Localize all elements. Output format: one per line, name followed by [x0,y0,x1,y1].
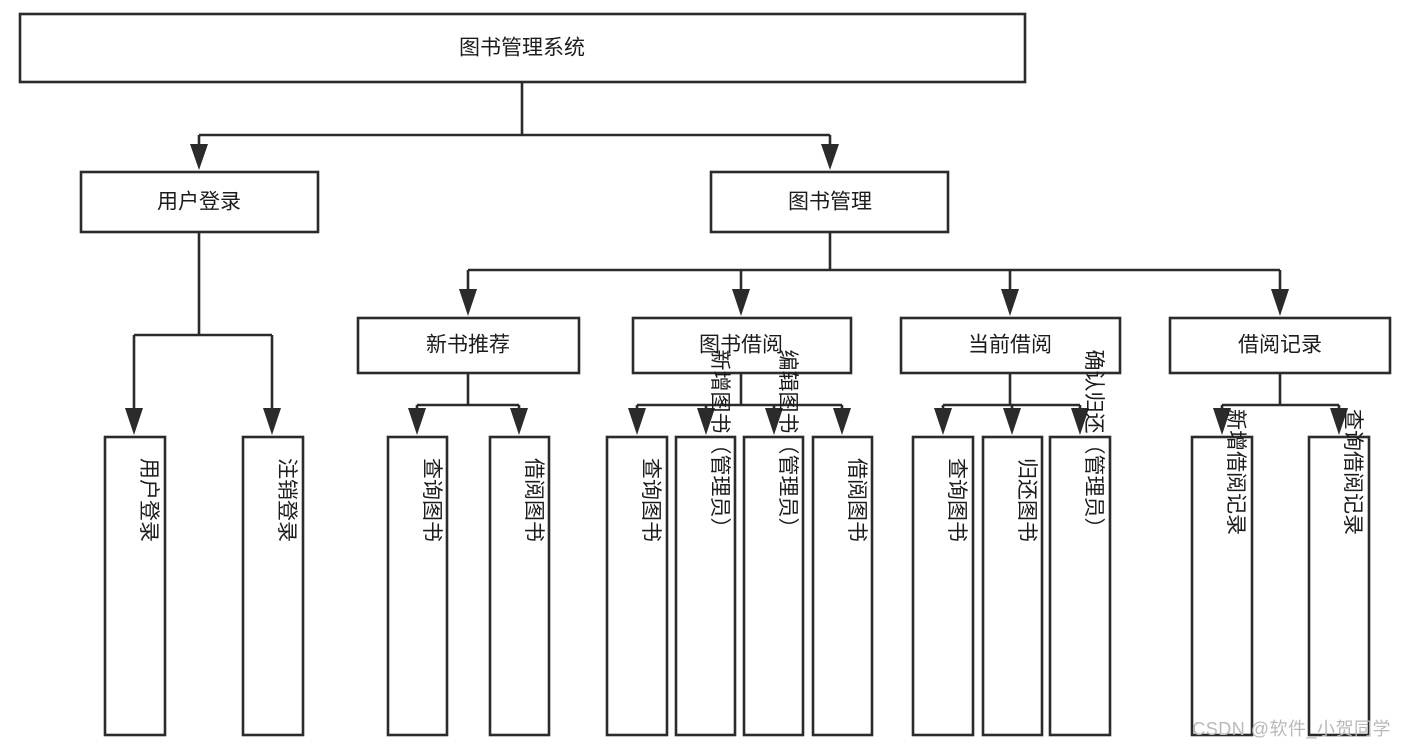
leaf-book-borrow-1[interactable]: 新增图书（管理员） [674,350,737,737]
leaf-book-borrow-0-box[interactable] [605,435,669,737]
arrowhead-book-borrow-leaf-3 [833,408,851,435]
leaf-user-login-1-box[interactable] [241,435,305,737]
leaf-book-borrow-3-box[interactable] [811,435,874,737]
leaf-book-borrow-1-label: 新增图书（管理员） [708,350,731,539]
node-book-borrow-label: 图书借阅 [699,334,783,357]
arrowhead-current-borrow-leaf-1 [1003,408,1021,435]
arrowhead-book-borrow [732,289,750,316]
arrowhead-current-borrow [1001,289,1019,316]
connectors-group [125,82,1348,435]
node-book-borrow-box[interactable] [631,316,853,375]
leaf-current-borrow-1-label: 归还图书 [1015,458,1038,542]
leaf-current-borrow-1-box[interactable] [981,435,1044,737]
arrowhead-new-book-leaf-0 [408,408,426,435]
node-current-borrow-label: 当前借阅 [968,334,1052,357]
leaf-current-borrow-0-box[interactable] [911,435,975,737]
node-current-borrow[interactable]: 当前借阅 [899,316,1122,375]
arrowhead-borrow-record [1271,289,1289,316]
leaf-user-login-1-label: 注销登录 [275,458,298,542]
leaf-borrow-record-0-label: 新增借阅记录 [1224,409,1247,535]
arrowhead-book-manage [821,144,839,170]
node-book-manage-box[interactable] [709,170,950,234]
leaf-current-borrow-2-box[interactable] [1048,435,1112,737]
node-user-login[interactable]: 用户登录 [79,170,320,234]
node-user-login-box[interactable] [79,170,320,234]
leaf-new-book-0-label: 查询图书 [420,458,443,542]
leaf-current-borrow-1[interactable]: 归还图书 [981,435,1044,737]
node-current-borrow-box[interactable] [899,316,1122,375]
leaf-new-book-1-box[interactable] [488,435,551,737]
node-root-system[interactable]: 图书管理系统 [18,12,1027,84]
leaf-book-borrow-3[interactable]: 借阅图书 [811,435,874,737]
arrowhead-user-login-leaf-0 [125,408,143,435]
node-borrow-record-box[interactable] [1168,316,1392,375]
node-borrow-record[interactable]: 借阅记录 [1168,316,1392,375]
leaf-current-borrow-2[interactable]: 确认归还（管理员） [1048,350,1112,737]
csdn-watermark: CSDN @软件_小贺同学 [1192,719,1391,739]
node-root-system-label: 图书管理系统 [459,37,585,60]
leaf-book-borrow-0[interactable]: 查询图书 [605,435,669,737]
node-borrow-record-label: 借阅记录 [1238,334,1322,357]
arrowhead-current-borrow-leaf-0 [934,408,952,435]
leaf-new-book-1-label: 借阅图书 [522,458,545,542]
arrowhead-new-book [459,289,477,316]
leaf-book-borrow-1-box[interactable] [674,435,737,737]
node-book-borrow[interactable]: 图书借阅 [631,316,853,375]
leaf-book-borrow-2-box[interactable] [742,435,805,737]
leaf-borrow-record-1[interactable]: 查询借阅记录 [1307,409,1371,737]
leaf-new-book-0-box[interactable] [386,435,449,737]
leaf-new-book-1[interactable]: 借阅图书 [488,435,551,737]
arrowhead-user-login [190,144,208,170]
leaf-new-book-0[interactable]: 查询图书 [386,435,449,737]
leaf-borrow-record-1-label: 查询借阅记录 [1341,409,1364,535]
leaf-borrow-record-0[interactable]: 新增借阅记录 [1190,409,1254,737]
arrowhead-borrow-record-leaf-1 [1330,408,1348,435]
leaf-book-borrow-2[interactable]: 编辑图书（管理员） [742,350,805,737]
leaf-book-borrow-2-label: 编辑图书（管理员） [776,350,799,539]
node-root-system-box[interactable] [18,12,1027,84]
leaf-user-login-0[interactable]: 用户登录 [103,435,167,737]
leaf-current-borrow-0[interactable]: 查询图书 [911,435,975,737]
arrowhead-book-borrow-leaf-0 [628,408,646,435]
arrowhead-book-borrow-leaf-1 [697,408,715,435]
leaf-book-borrow-0-label: 查询图书 [639,458,662,542]
leaf-borrow-record-0-box[interactable] [1190,435,1254,737]
leaf-current-borrow-0-label: 查询图书 [945,458,968,542]
node-new-book-recommend-label: 新书推荐 [426,334,510,357]
arrowhead-new-book-leaf-1 [510,408,528,435]
leaf-user-login-0-box[interactable] [103,435,167,737]
leaf-book-borrow-3-label: 借阅图书 [845,458,868,542]
leaf-user-login-0-label: 用户登录 [137,458,160,542]
leaf-current-borrow-2-label: 确认归还（管理员） [1082,350,1105,539]
arrowhead-current-borrow-leaf-2 [1071,408,1089,435]
node-new-book-recommend-box[interactable] [356,316,581,375]
leaf-borrow-record-1-box[interactable] [1307,435,1371,737]
arrowhead-book-borrow-leaf-2 [765,408,783,435]
node-book-manage[interactable]: 图书管理 [709,170,950,234]
arrowhead-borrow-record-leaf-0 [1213,408,1231,435]
arrowhead-user-login-leaf-1 [263,408,281,435]
leaf-user-login-1[interactable]: 注销登录 [241,435,305,737]
node-book-manage-label: 图书管理 [788,191,872,214]
node-user-login-label: 用户登录 [157,191,241,214]
node-new-book-recommend[interactable]: 新书推荐 [356,316,581,375]
